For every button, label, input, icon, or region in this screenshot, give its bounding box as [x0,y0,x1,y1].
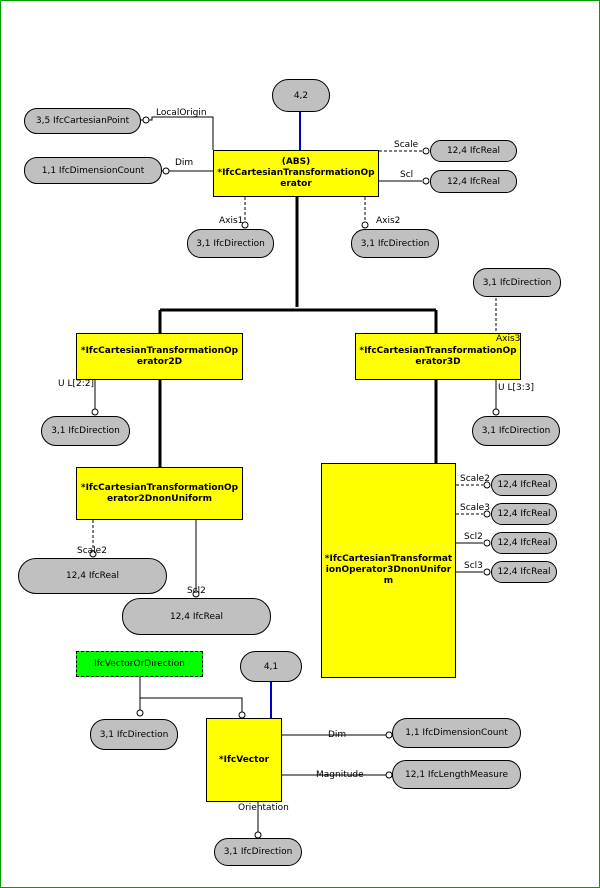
ref-real-3d-scale3[interactable]: 12,4 IfcReal [491,503,557,525]
label-axis1: Axis1 [219,216,244,226]
end-circle-axis2 [361,221,369,229]
entity-transform-operator-name: *IfcCartesianTransformationOperator [217,168,375,189]
ref-direction-axis1[interactable]: 3,1 IfcDirection [187,229,274,258]
ref-direction-vector-select[interactable]: 3,1 IfcDirection [90,719,178,750]
end-circle-scl2-2d [192,590,200,598]
entity-transform-operator-3d[interactable]: *IfcCartesianTransformationOperator3D [355,333,521,380]
label-orientation: Orientation [238,803,289,813]
end-circle-scale2-2d [89,550,97,558]
entity-transform-operator-2d-name: *IfcCartesianTransformationOperator2D [80,345,239,367]
label-local-origin: LocalOrigin [156,108,207,118]
label-scl2-2d: Scl2 [187,586,206,596]
label-axis2: Axis2 [376,216,401,226]
select-vector-or-direction[interactable]: IfcVectorOrDirection [76,651,203,677]
end-circle-axis1 [241,221,249,229]
ref-real-3d-scl3[interactable]: 12,4 IfcReal [491,561,557,583]
entity-vector-name: *IfcVector [218,754,270,765]
end-circle-scale [422,147,430,155]
end-circle-scl [422,177,430,185]
ref-direction-axis3[interactable]: 3,1 IfcDirection [473,268,561,297]
label-scale3-3d: Scale3 [460,503,490,513]
ref-real-3d-scale2[interactable]: 12,4 IfcReal [491,474,557,496]
ref-real-2d-scl2[interactable]: 12,4 IfcReal [122,598,271,635]
label-scl2-3d: Scl2 [464,532,483,542]
ref-cartesian-point[interactable]: 3,5 IfcCartesianPoint [24,108,141,134]
end-circle-u-2d [91,408,99,416]
ref-dimension-count-top[interactable]: 1,1 IfcDimensionCount [24,157,162,184]
label-scale2-2d: Scale2 [77,546,107,556]
entity-abs-marker: (ABS) [281,157,311,167]
page-ref-4-2[interactable]: 4,2 [272,79,330,112]
end-circle-local-origin [142,116,150,124]
entity-transform-operator-2d[interactable]: *IfcCartesianTransformationOperator2D [76,333,243,380]
end-circle-dim-top [162,167,170,175]
end-circle-scale2-3d [483,481,491,489]
entity-transform-operator-3d-nonuniform-name: *IfcCartesianTransformationOperator3Dnon… [324,554,453,586]
ref-dimension-count-vector[interactable]: 1,1 IfcDimensionCount [392,718,521,748]
entity-transform-operator-2d-nonuniform[interactable]: *IfcCartesianTransformationOperator2Dnon… [76,467,243,520]
page-ref-4-1[interactable]: 4,1 [240,651,302,682]
end-circle-scl2-3d [483,539,491,547]
label-u-2d: U L[2:2] [58,379,94,389]
ref-real-scl[interactable]: 12,4 IfcReal [430,170,517,193]
entity-transform-operator-3d-name: *IfcCartesianTransformationOperator3D [359,345,517,367]
label-scale: Scale [394,140,419,150]
ref-direction-axis2[interactable]: 3,1 IfcDirection [351,229,439,258]
label-magnitude: Magnitude [316,770,364,780]
end-circle-u-3d [492,408,500,416]
connector-local-origin [140,116,214,150]
connector-select-vector [140,697,243,714]
entity-transform-operator-2d-nonuniform-name: *IfcCartesianTransformationOperator2Dnon… [80,482,239,504]
ref-direction-3d-u[interactable]: 3,1 IfcDirection [472,416,560,446]
ref-real-2d-scale2[interactable]: 12,4 IfcReal [18,558,167,594]
ref-direction-2d-u[interactable]: 3,1 IfcDirection [41,416,130,446]
label-dim-vector: Dim [328,730,347,740]
entity-transform-operator[interactable]: (ABS) *IfcCartesianTransformationOperato… [213,150,379,197]
label-u-3d: U L[3:3] [498,383,534,393]
label-dim-top: Dim [175,158,194,168]
end-circle-scale3-3d [483,510,491,518]
ref-real-scale[interactable]: 12,4 IfcReal [430,140,517,162]
end-circle-scl3-3d [483,568,491,576]
label-scl3-3d: Scl3 [464,561,483,571]
label-scl: Scl [400,170,414,180]
ref-direction-orientation[interactable]: 3,1 IfcDirection [214,838,302,866]
entity-vector[interactable]: *IfcVector [206,718,282,802]
entity-transform-operator-3d-nonuniform[interactable]: *IfcCartesianTransformationOperator3Dnon… [321,463,456,678]
ref-length-measure[interactable]: 12,1 IfcLengthMeasure [392,760,521,789]
ref-real-3d-scl2[interactable]: 12,4 IfcReal [491,532,557,554]
label-scale2-3d: Scale2 [460,474,490,484]
end-circle-select-direction [136,709,144,717]
label-axis3-3d: Axis3 [496,334,521,344]
